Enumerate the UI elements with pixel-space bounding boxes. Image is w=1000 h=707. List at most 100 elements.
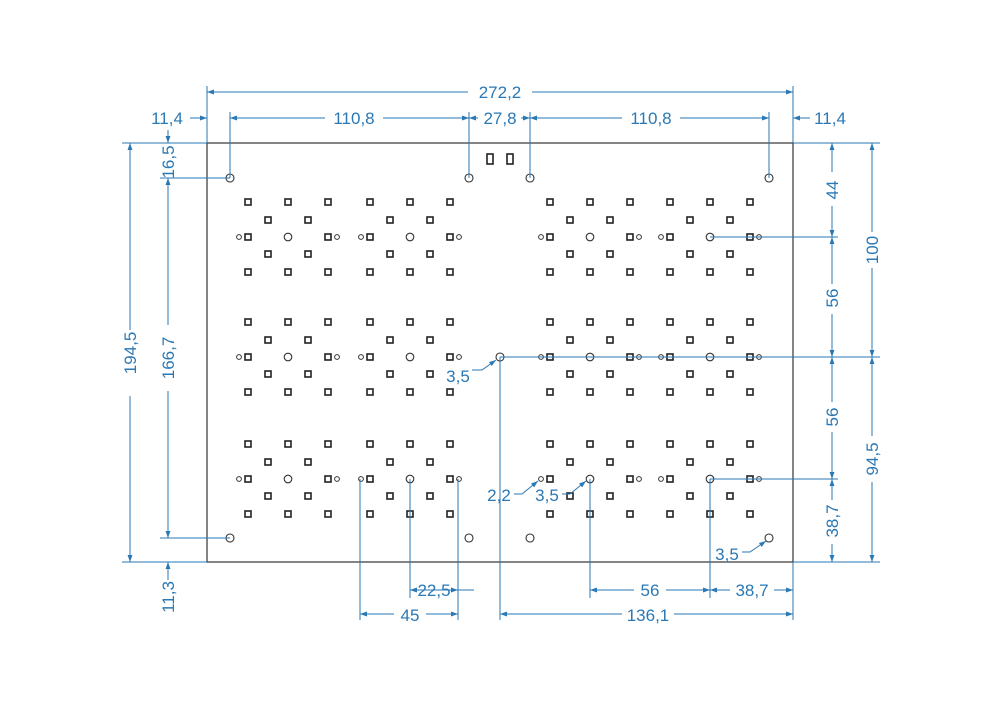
led-pad (586, 268, 594, 276)
dimension-labels: 272,2 11,4 110,8 27,8 110,8 11,4 194,5 1… (121, 82, 882, 625)
led-pad (244, 353, 252, 361)
dim-edge-right: 11,4 (814, 109, 846, 128)
led-pad (406, 198, 414, 206)
led-pad (446, 388, 454, 396)
led-pad (264, 370, 272, 378)
led-pad (304, 250, 312, 258)
led-pad (566, 492, 574, 500)
led-pad (546, 318, 554, 326)
led-pad (406, 268, 414, 276)
led-pad (726, 492, 734, 500)
cluster-center-hole (283, 474, 293, 484)
led-pad (304, 216, 312, 224)
led-pad (366, 353, 374, 361)
led-pad (746, 510, 754, 518)
led-pad (244, 318, 252, 326)
led-pad (746, 268, 754, 276)
led-pad (626, 198, 634, 206)
led-pad (686, 250, 694, 258)
small-hole (538, 234, 544, 240)
led-pad (666, 510, 674, 518)
mounting-hole (764, 533, 774, 543)
led-pad (666, 388, 674, 396)
small-hole (358, 234, 364, 240)
dim-right-100: 100 (863, 236, 882, 264)
led-pad (546, 233, 554, 241)
led-pad (626, 268, 634, 276)
dim-bottom-136-1: 136,1 (627, 606, 670, 625)
led-pad (406, 318, 414, 326)
led-pad (586, 388, 594, 396)
led-pad (446, 268, 454, 276)
led-pad (324, 510, 332, 518)
led-pad (324, 388, 332, 396)
small-hole (358, 354, 364, 360)
led-pad (366, 440, 374, 448)
led-pad (706, 388, 714, 396)
led-pad (446, 353, 454, 361)
led-pad (324, 440, 332, 448)
led-pad (566, 216, 574, 224)
dim-bottom-45: 45 (401, 606, 420, 625)
led-cluster (236, 440, 340, 518)
small-hole (636, 476, 642, 482)
led-pad (426, 458, 434, 466)
dim-overall-width: 272,2 (479, 83, 522, 102)
led-pad (726, 336, 734, 344)
led-pad (726, 370, 734, 378)
small-hole (456, 476, 462, 482)
led-pad (244, 440, 252, 448)
led-pad (586, 198, 594, 206)
led-pad (666, 198, 674, 206)
led-pad (626, 318, 634, 326)
led-pad (626, 475, 634, 483)
led-cluster (538, 198, 642, 276)
cluster-center-hole (405, 232, 415, 242)
led-pad (244, 510, 252, 518)
led-pad (666, 475, 674, 483)
led-pad (244, 233, 252, 241)
cluster-center-hole (283, 352, 293, 362)
led-pad (304, 336, 312, 344)
led-pad (686, 492, 694, 500)
led-pad (406, 388, 414, 396)
connector-slot (506, 153, 514, 165)
led-pad (626, 388, 634, 396)
led-pad (626, 440, 634, 448)
dim-right-56-lower: 56 (823, 408, 842, 427)
led-pad (606, 370, 614, 378)
led-pad (446, 475, 454, 483)
led-pad (546, 510, 554, 518)
connector-slot (486, 153, 494, 165)
led-pad (264, 458, 272, 466)
dim-span-right: 110,8 (630, 109, 671, 128)
led-cluster (358, 198, 462, 276)
led-pad (666, 233, 674, 241)
led-pad (386, 250, 394, 258)
led-pad (666, 318, 674, 326)
led-pad (446, 198, 454, 206)
led-pad (244, 475, 252, 483)
small-hole (636, 234, 642, 240)
small-hole (358, 476, 364, 482)
small-hole (334, 476, 340, 482)
led-pad (666, 268, 674, 276)
led-pad (746, 318, 754, 326)
dim-right-38-7: 38,7 (823, 504, 842, 537)
led-pad (566, 458, 574, 466)
led-pad (426, 216, 434, 224)
cluster-center-hole (585, 232, 595, 242)
led-pad (546, 198, 554, 206)
led-pad (264, 336, 272, 344)
led-pad (426, 336, 434, 344)
led-pad (386, 216, 394, 224)
led-pad (304, 370, 312, 378)
led-pad (546, 440, 554, 448)
led-pad (324, 233, 332, 241)
dim-right-56-upper: 56 (823, 289, 842, 308)
led-pad (426, 250, 434, 258)
dim-inner-height: 166,7 (159, 337, 178, 380)
led-pad (706, 440, 714, 448)
led-pad (426, 370, 434, 378)
